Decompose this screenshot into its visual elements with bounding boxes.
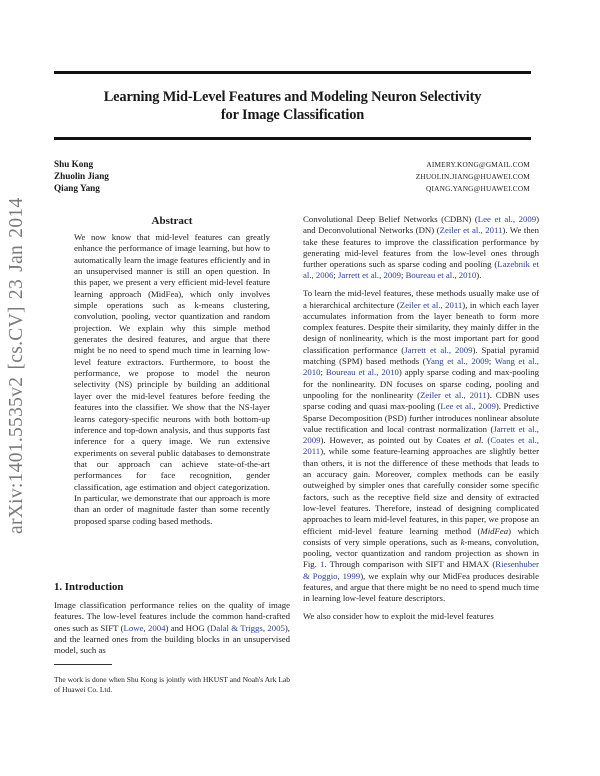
text-run: ). Spatial pyramid matching (SPM) based … bbox=[303, 344, 539, 367]
text-run: ) and HOG ( bbox=[165, 622, 210, 633]
text-run: . Through comparison with SIFT and HMAX … bbox=[324, 559, 496, 570]
author-name: Zhuolin Jiang bbox=[54, 170, 109, 181]
text-run: ; bbox=[400, 270, 406, 281]
text-run: ), in which each layer accumulates infor… bbox=[303, 299, 539, 355]
text-run: ( bbox=[483, 435, 491, 446]
text-run: ). We then take these features to improv… bbox=[303, 225, 539, 270]
text-run: ) and Deconvolutional Networks (DN) ( bbox=[303, 214, 539, 236]
text-run: ; bbox=[488, 356, 495, 367]
author-name: Shu Kong bbox=[54, 159, 94, 169]
text-run: ) which consists of very simple operatio… bbox=[303, 525, 539, 547]
text-run: ), we explain why our MidFea produces de… bbox=[303, 570, 539, 604]
intro-paragraph: Image classification performance relies … bbox=[54, 600, 290, 656]
footnote-rule bbox=[54, 664, 112, 665]
paragraph: To learn the mid-level features, these m… bbox=[303, 288, 539, 604]
text-run: ; bbox=[320, 367, 326, 378]
title-line-2: for Image Classification bbox=[220, 107, 365, 123]
text-run: ). bbox=[476, 270, 482, 281]
citation-link[interactable]: Dalal & Triggs bbox=[210, 622, 263, 633]
paper-title: Learning Mid-Level Features and Modeling… bbox=[54, 88, 531, 124]
citation-link[interactable]: Yang et al., 2009 bbox=[425, 356, 489, 367]
citation-link[interactable]: Wang et al., 2010 bbox=[303, 356, 539, 378]
citation-link[interactable]: Zeiler et al., 2011 bbox=[420, 389, 487, 400]
author-email: ZHUOLIN.JIANG@HUAWEI.COM bbox=[415, 171, 530, 181]
text-run: ). CDBN uses sparse coding and quasi max… bbox=[303, 389, 540, 412]
text-run: ), while some feature-learning approache… bbox=[303, 446, 539, 536]
author-emails: AIMERY.KONG@GMAIL.COM ZHUOLIN.JIANG@HUAW… bbox=[416, 159, 530, 194]
text-run: To learn the mid-level features, these m… bbox=[303, 288, 539, 310]
paragraph: We also consider how to exploit the mid-… bbox=[303, 611, 494, 622]
text-run: Convolutional Deep Belief Networks (CDBN… bbox=[303, 214, 478, 224]
citation-link[interactable]: Jarrett et al., 2009 bbox=[338, 270, 401, 281]
figure-reference-link[interactable]: 1 bbox=[320, 559, 325, 570]
text-run: ) apply sparse coding and max-pooling fo… bbox=[303, 367, 540, 400]
paragraph: Convolutional Deep Belief Networks (CDBN… bbox=[303, 214, 539, 282]
arxiv-stamp: arXiv:1401.5535v2 [cs.CV] 23 Jan 2014 bbox=[6, 197, 27, 534]
citation-link[interactable]: Coates et al., 2011 bbox=[303, 435, 539, 457]
citation-link[interactable]: Boureau et al., 2010 bbox=[325, 367, 399, 378]
text-run: ). Predictive Sparse Decomposition (PSD)… bbox=[303, 401, 540, 434]
text-run: ). However, as pointed out by Coates bbox=[320, 435, 465, 446]
right-column: Convolutional Deep Belief Networks (CDBN… bbox=[303, 214, 539, 629]
citation-link[interactable]: Riesenhuber & Poggio, 1999 bbox=[303, 559, 539, 581]
citation-link[interactable]: Lee et al., 2009 bbox=[477, 214, 537, 224]
text-run: MidFea bbox=[480, 525, 509, 536]
citation-link[interactable]: Zeiler et al., 2011 bbox=[399, 299, 463, 310]
citation-link[interactable]: Lowe bbox=[123, 622, 144, 633]
text-run: Image classification performance relies … bbox=[54, 600, 290, 633]
section-heading-introduction: 1. Introduction bbox=[54, 581, 124, 593]
text-run: ; bbox=[333, 270, 339, 281]
author-name: Qiang Yang bbox=[54, 182, 100, 193]
abstract-heading: Abstract bbox=[151, 215, 193, 227]
author-email: QIANG.YANG@HUAWEI.COM bbox=[426, 183, 530, 193]
citation-link[interactable]: 2004 bbox=[148, 622, 166, 633]
title-line-1: Learning Mid-Level Features and Modeling… bbox=[103, 89, 482, 105]
author-email: AIMERY.KONG@GMAIL.COM bbox=[426, 160, 530, 169]
citation-link[interactable]: Zeiler et al., 2011 bbox=[439, 225, 503, 236]
citation-link[interactable]: Boureau et al., 2010 bbox=[405, 270, 477, 281]
abstract-text: We now know that mid-level features can … bbox=[74, 232, 270, 526]
citation-link[interactable]: Jarrett et al., 2009 bbox=[404, 344, 473, 355]
text-run: -means, convolution, pooling, vector qua… bbox=[303, 536, 539, 570]
citation-link[interactable]: Jarrett et al., 2009 bbox=[303, 423, 539, 446]
text-run: , bbox=[143, 622, 149, 633]
text-run: k bbox=[460, 536, 465, 547]
citation-link[interactable]: Lazebnik et al., 2006 bbox=[303, 259, 539, 281]
title-bottom-rule bbox=[54, 137, 531, 140]
text-run: ), and the learned ones from the buildin… bbox=[54, 622, 290, 656]
text-run: , bbox=[262, 622, 268, 633]
footnote: The work is done when Shu Kong is jointl… bbox=[54, 675, 290, 694]
title-top-rule bbox=[54, 71, 531, 74]
text-run: et al. bbox=[464, 435, 484, 446]
citation-link[interactable]: Lee et al., 2009 bbox=[440, 401, 496, 412]
citation-link[interactable]: 2005 bbox=[267, 622, 285, 633]
author-list: Shu Kong Zhuolin Jiang Qiang Yang bbox=[54, 159, 109, 194]
